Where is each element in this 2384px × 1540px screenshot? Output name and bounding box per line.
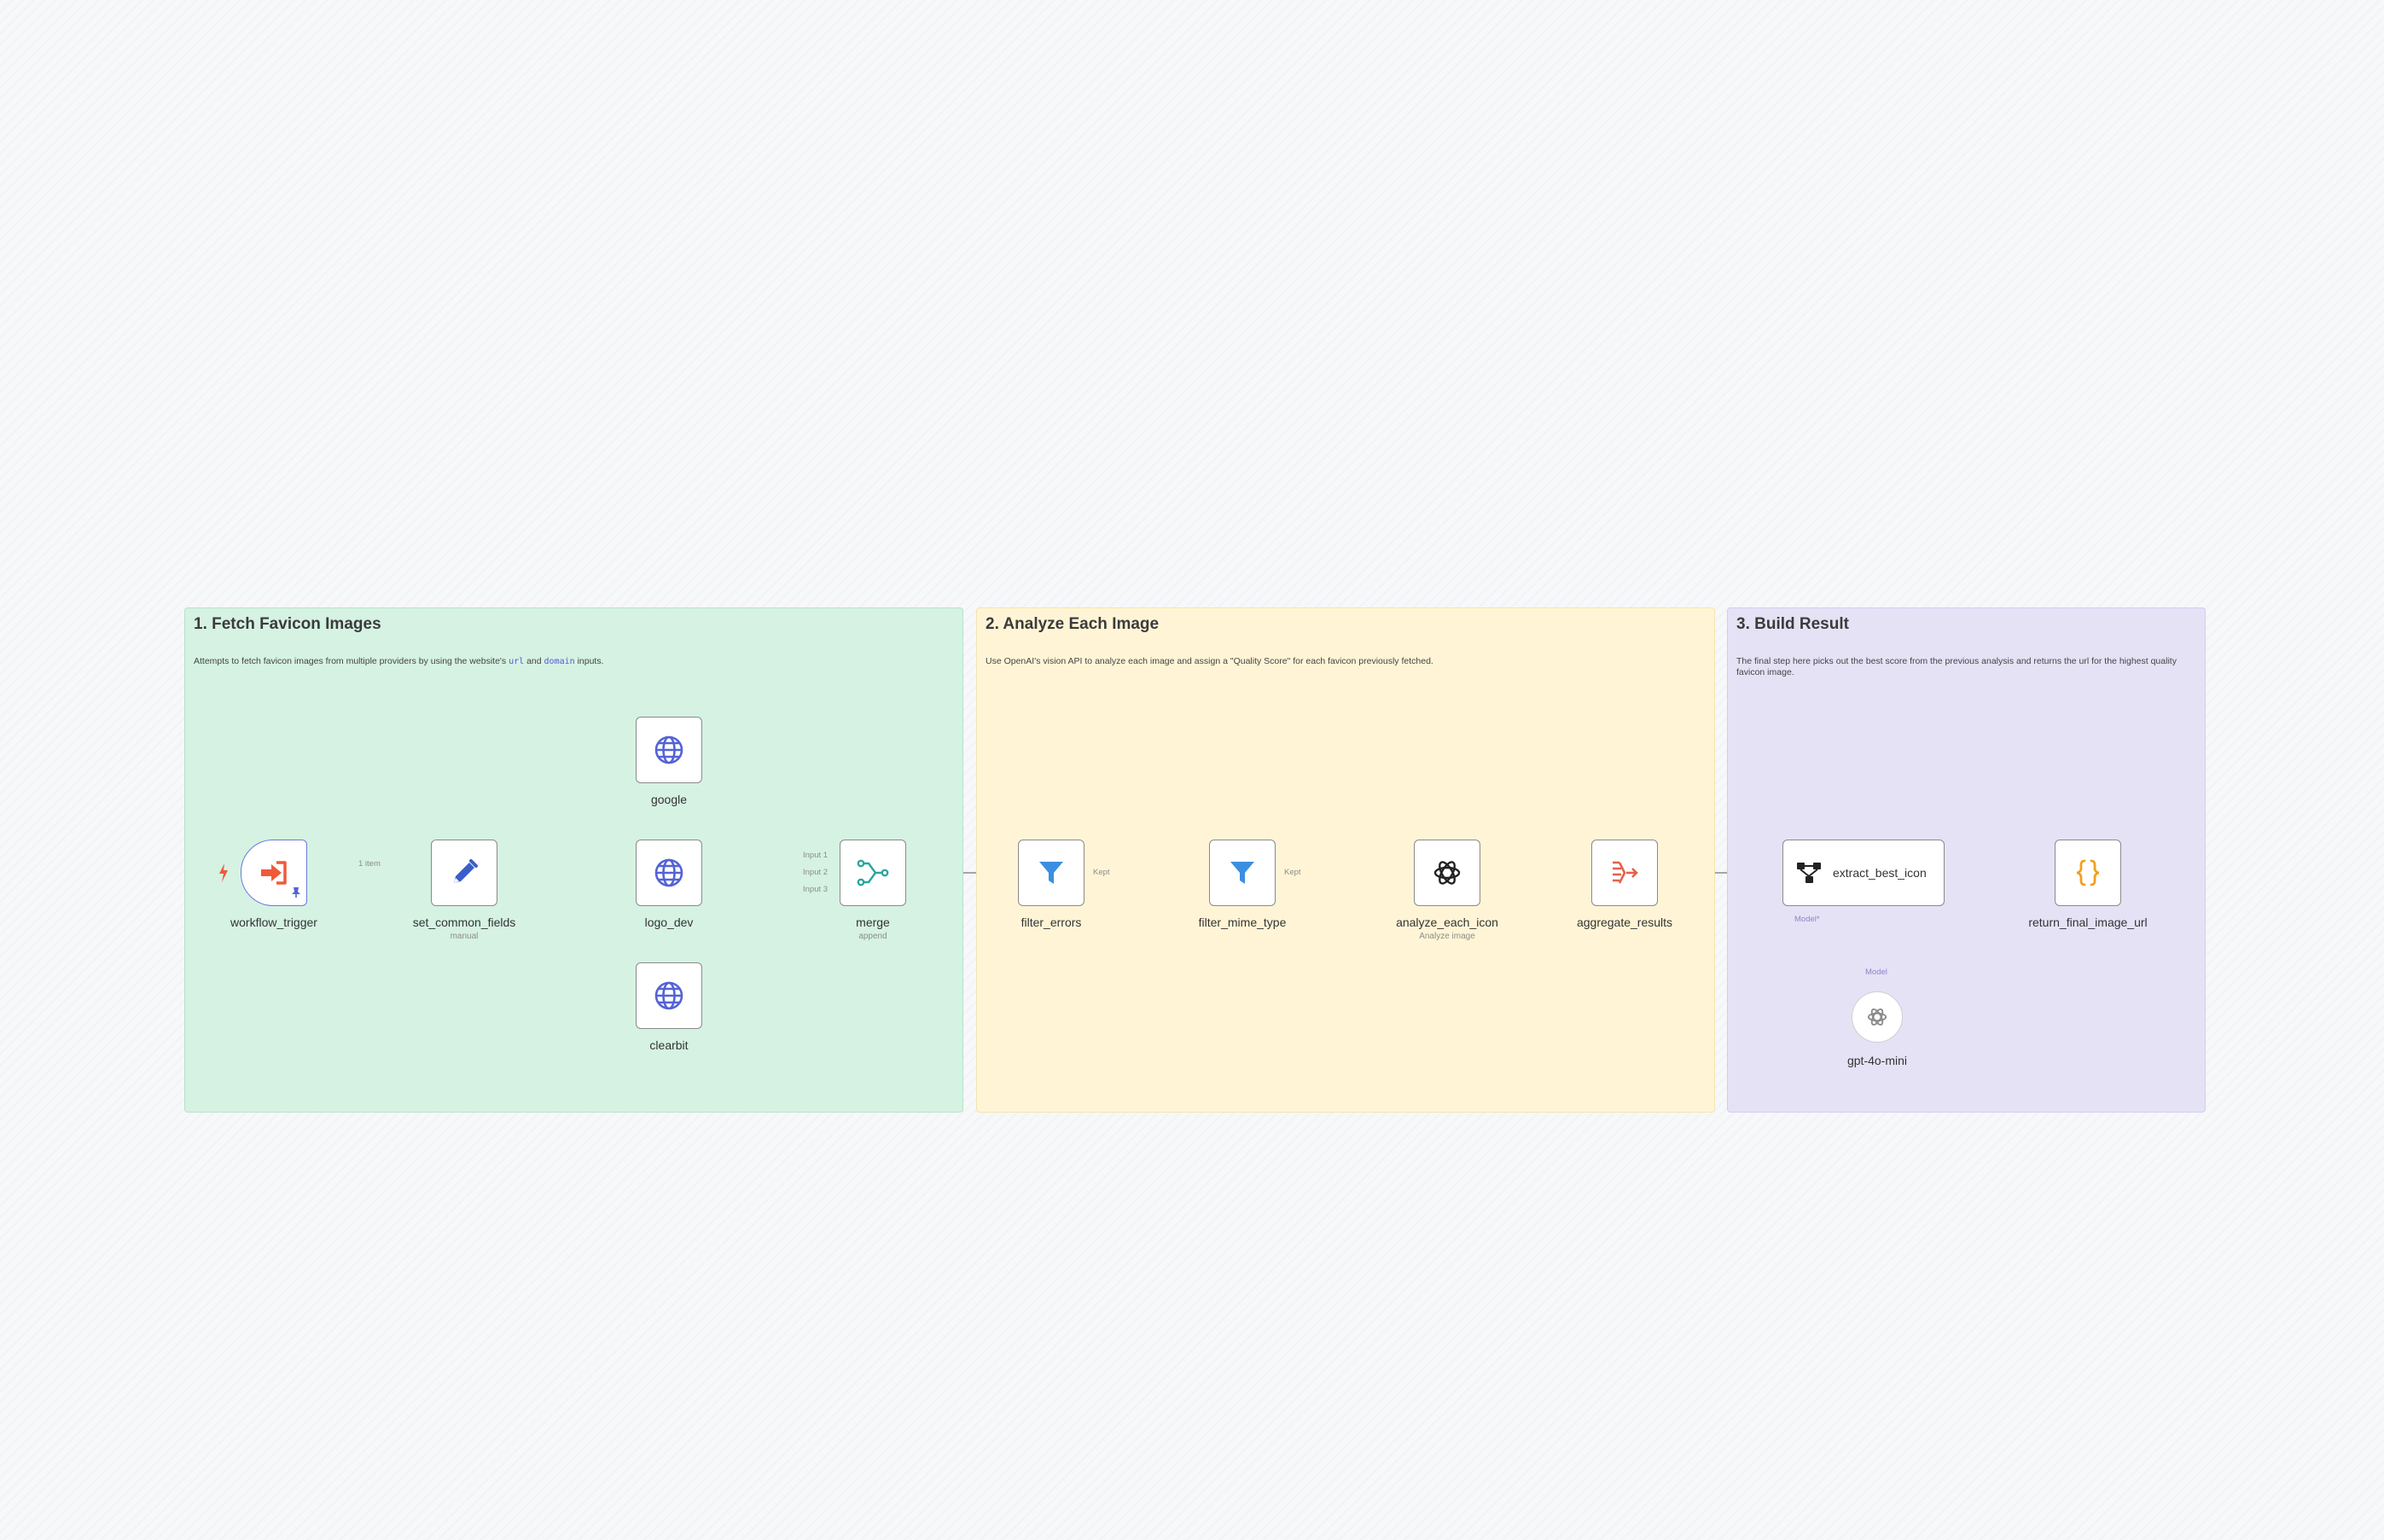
edge-label-model-required: Model* (1794, 915, 1820, 924)
gpt-4o-mini-node[interactable]: gpt-4o-mini (1847, 991, 1907, 1067)
filter-errors-node[interactable]: filter_errors (1018, 840, 1084, 929)
node-label: analyze_each_icon (1396, 915, 1498, 929)
globe-icon (654, 980, 684, 1011)
extract-best-icon-node[interactable]: extract_best_icon (1782, 840, 1945, 906)
node-sublabel: append (858, 932, 887, 941)
node-label: logo_dev (644, 915, 694, 929)
code-url: url (509, 657, 525, 666)
node-label: google (650, 793, 688, 806)
node-sublabel: manual (450, 932, 479, 941)
edge-label-kept: Kept (1093, 868, 1110, 877)
google-node[interactable]: google (636, 717, 702, 806)
analyze-each-icon-node[interactable]: analyze_each_icon Analyze image (1396, 840, 1498, 941)
edge-label-model: Model (1865, 968, 1887, 977)
trigger-sign-in-icon (259, 860, 288, 886)
edge-label-items: 1 item (358, 859, 381, 869)
section-description: Attempts to fetch favicon images from mu… (194, 656, 604, 666)
node-label: extract_best_icon (1833, 866, 1927, 880)
workflow-trigger-node[interactable]: workflow_trigger (230, 840, 317, 929)
edge-label-kept: Kept (1284, 868, 1301, 877)
node-label: workflow_trigger (230, 915, 317, 929)
section-title: 2. Analyze Each Image (986, 615, 1160, 633)
node-label: aggregate_results (1576, 915, 1673, 929)
globe-icon (654, 735, 684, 765)
section-title: 1. Fetch Favicon Images (194, 615, 381, 633)
globe-icon (654, 857, 684, 888)
pencil-icon (449, 857, 480, 888)
openai-icon (1432, 857, 1462, 888)
node-label: clearbit (649, 1038, 689, 1052)
node-label: merge (856, 915, 890, 929)
merge-node[interactable]: merge append (840, 840, 906, 941)
lightning-bolt-icon (218, 863, 229, 886)
node-label: gpt-4o-mini (1846, 1054, 1908, 1067)
section-description: The final step here picks out the best s… (1736, 656, 2177, 677)
edge-label-input-3: Input 3 (803, 885, 829, 894)
code-braces-icon (2073, 858, 2102, 887)
node-label: set_common_fields (412, 915, 516, 929)
edge-label-input-2: Input 2 (803, 868, 829, 877)
chain-icon (1795, 860, 1823, 886)
clearbit-node[interactable]: clearbit (636, 962, 702, 1052)
node-label: return_final_image_url (2028, 915, 2148, 929)
openai-icon (1866, 1006, 1888, 1028)
section-fetch-favicon-images[interactable]: 1. Fetch Favicon Images Attempts to fetc… (184, 607, 963, 1113)
merge-icon (857, 858, 889, 887)
logo-dev-node[interactable]: logo_dev (636, 840, 702, 929)
node-label: filter_mime_type (1198, 915, 1287, 929)
set-common-fields-node[interactable]: set_common_fields manual (413, 840, 515, 941)
section-description: Use OpenAI's vision API to analyze each … (986, 656, 1433, 666)
aggregate-results-node[interactable]: aggregate_results (1577, 840, 1672, 929)
return-final-image-url-node[interactable]: return_final_image_url (2028, 840, 2148, 929)
node-sublabel: Analyze image (1419, 932, 1475, 941)
pin-icon (291, 886, 301, 903)
node-label: filter_errors (1020, 915, 1082, 929)
filter-icon (1228, 858, 1257, 887)
filter-icon (1037, 858, 1066, 887)
edge-label-input-1: Input 1 (803, 851, 829, 860)
aggregate-icon (1609, 858, 1640, 887)
code-domain: domain (544, 657, 575, 666)
section-title: 3. Build Result (1736, 615, 1849, 633)
filter-mime-type-node[interactable]: filter_mime_type (1199, 840, 1286, 929)
